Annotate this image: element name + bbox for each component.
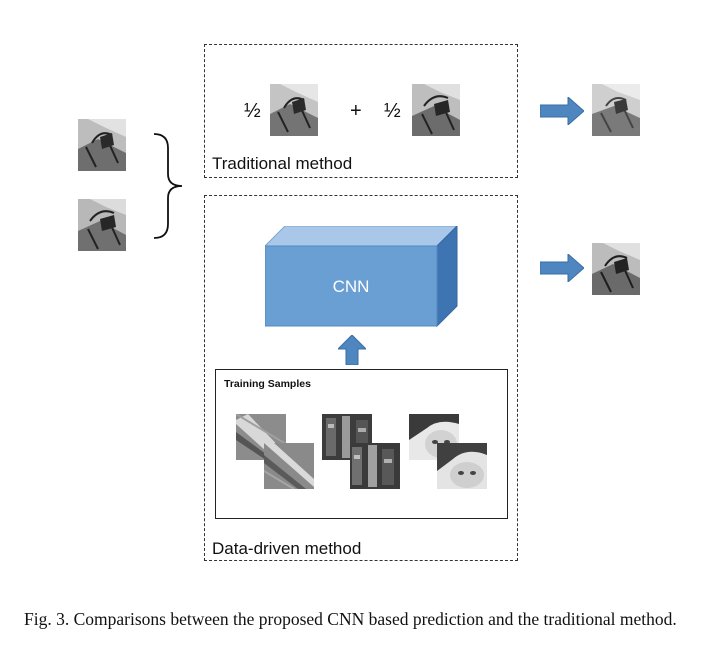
- traditional-output-thumbnail: [592, 84, 640, 136]
- half-weight-left: ½: [244, 100, 261, 122]
- figure-caption: Fig. 3. Comparisons between the proposed…: [24, 609, 677, 629]
- data-driven-output-arrow-icon: [540, 254, 584, 282]
- input-image-bottom-thumbnail: [78, 199, 126, 251]
- training-sample-2b: [350, 443, 400, 489]
- traditional-method-label: Traditional method: [212, 154, 353, 173]
- data-driven-method-box: [204, 195, 518, 561]
- cnn-block: CNN: [263, 224, 460, 335]
- training-sample-2a: [322, 414, 372, 460]
- plus-sign: +: [350, 100, 362, 122]
- traditional-method-box: [204, 44, 518, 178]
- half-weight-right: ½: [384, 100, 401, 122]
- traditional-input-thumbnail-1: [270, 84, 318, 136]
- training-samples-title: Training Samples: [224, 378, 311, 390]
- data-driven-output-thumbnail: [592, 243, 640, 295]
- cnn-label: CNN: [333, 277, 370, 296]
- training-sample-1b: [264, 443, 314, 489]
- traditional-output-arrow-icon: [540, 97, 584, 125]
- training-to-cnn-up-arrow-icon: [338, 335, 366, 365]
- input-image-top-thumbnail: [78, 119, 126, 171]
- training-sample-3b: [437, 443, 487, 489]
- curly-brace-icon: [150, 132, 186, 245]
- traditional-input-thumbnail-2: [412, 84, 460, 136]
- data-driven-method-label: Data-driven method: [212, 539, 362, 558]
